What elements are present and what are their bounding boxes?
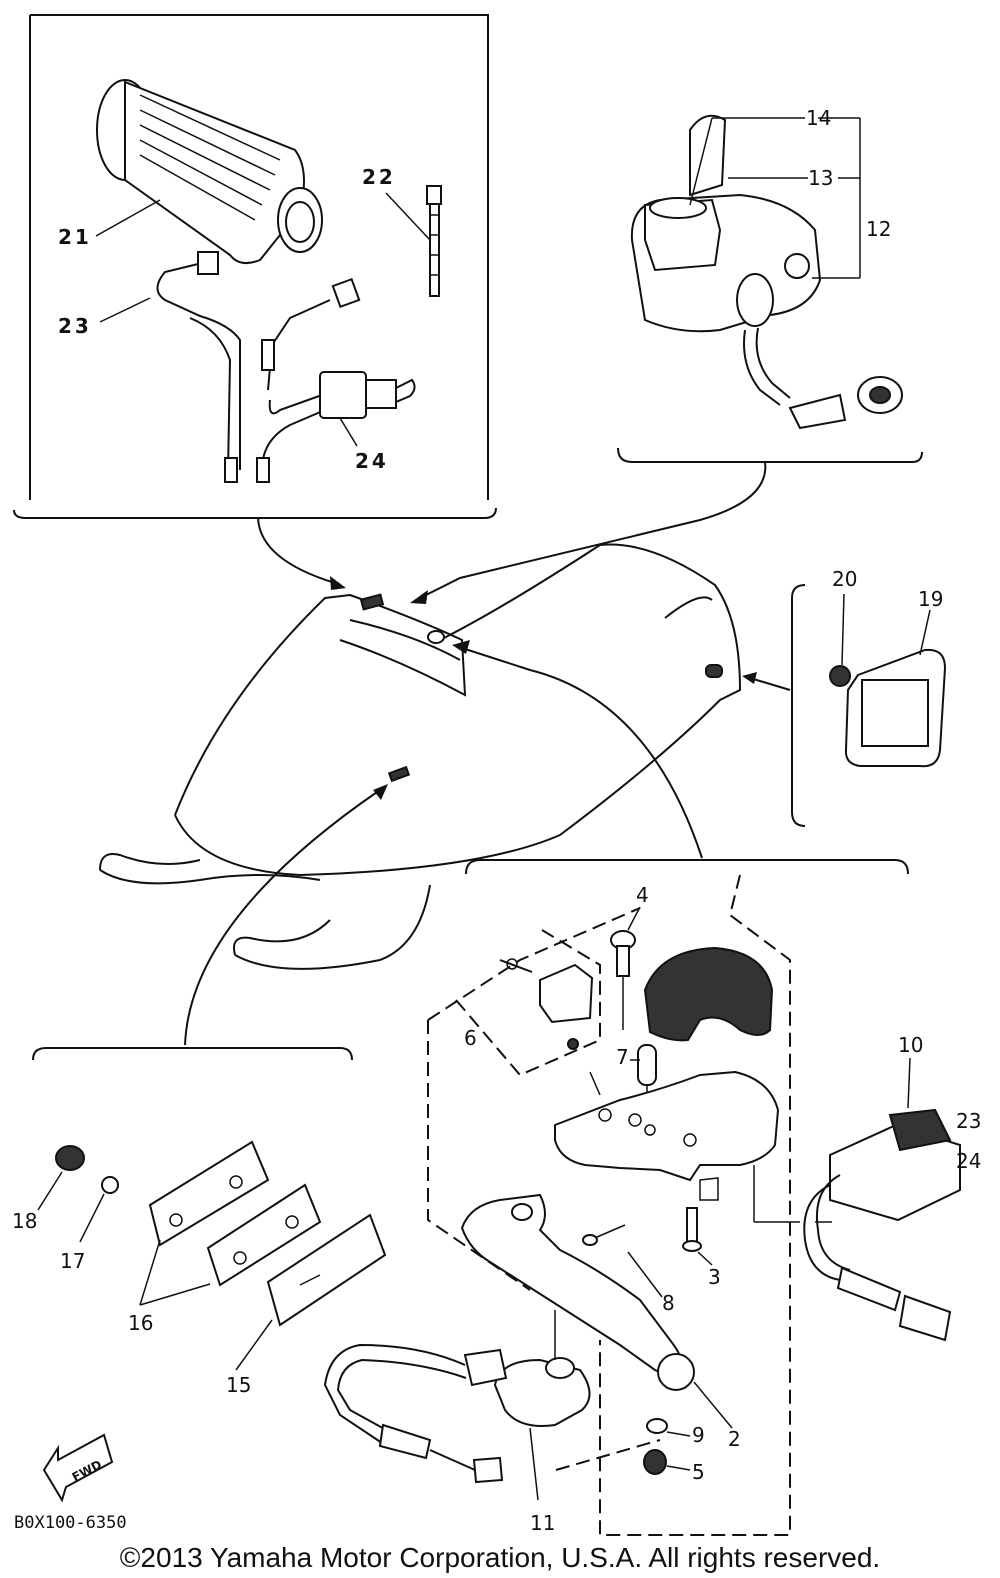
label-22: 22 — [362, 165, 396, 189]
label-21: 21 — [58, 225, 92, 249]
fwd-arrow-icon: FWD — [42, 1433, 114, 1503]
wire-harness — [156, 251, 361, 483]
label-14: 14 — [806, 106, 831, 130]
heated-grip — [96, 79, 323, 265]
label-23b: 23 — [956, 1109, 981, 1133]
label-23: 23 — [58, 314, 92, 338]
label-24b: 24 — [956, 1149, 981, 1173]
relay-unit — [803, 1108, 961, 1342]
reflector-inset: 20 19 — [791, 567, 947, 827]
label-19: 19 — [918, 587, 943, 611]
label-3: 3 — [708, 1265, 721, 1289]
grip-switch — [319, 371, 416, 419]
label-18: 18 — [12, 1209, 37, 1233]
label-13: 13 — [808, 166, 833, 190]
diagram-code: B0X100-6350 — [14, 1513, 127, 1533]
label-6: 6 — [464, 1026, 477, 1050]
throttle-housing-inset: 14 13 12 — [617, 106, 923, 463]
copyright-notice: ©2013 Yamaha Motor Corporation, U.S.A. A… — [119, 1542, 881, 1573]
nuts — [643, 1418, 668, 1475]
brake-lever-inset: 4 6 7 10 23 24 3 8 2 9 5 11 — [323, 859, 981, 1536]
reflector-plates — [55, 1140, 387, 1327]
label-16: 16 — [128, 1311, 153, 1335]
grip-heater-inset: 21 22 23 24 — [13, 14, 497, 519]
brake-lever — [460, 1193, 695, 1391]
label-7: 7 — [616, 1045, 629, 1069]
label-4: 4 — [636, 883, 649, 907]
cable-tie — [426, 185, 442, 297]
label-5: 5 — [692, 1460, 705, 1484]
snowmobile-body — [99, 461, 791, 1046]
brake-switch — [323, 1310, 591, 1484]
label-17: 17 — [60, 1249, 85, 1273]
side-reflector-inset: 18 17 16 15 — [12, 1047, 387, 1397]
label-12: 12 — [866, 217, 891, 241]
label-15: 15 — [226, 1373, 251, 1397]
brake-switch-small — [499, 958, 594, 1050]
throttle-housing — [630, 114, 903, 430]
bolt-and-collar — [610, 930, 657, 1130]
label-20: 20 — [832, 567, 857, 591]
switch-cover — [643, 946, 774, 1042]
label-2: 2 — [728, 1427, 741, 1451]
reflector — [829, 648, 947, 768]
lever-bracket — [554, 1070, 780, 1201]
screws — [582, 1207, 702, 1252]
label-8: 8 — [662, 1291, 675, 1315]
label-24: 24 — [355, 449, 389, 473]
label-11: 11 — [530, 1511, 555, 1535]
label-9: 9 — [692, 1423, 705, 1447]
label-10: 10 — [898, 1033, 923, 1057]
